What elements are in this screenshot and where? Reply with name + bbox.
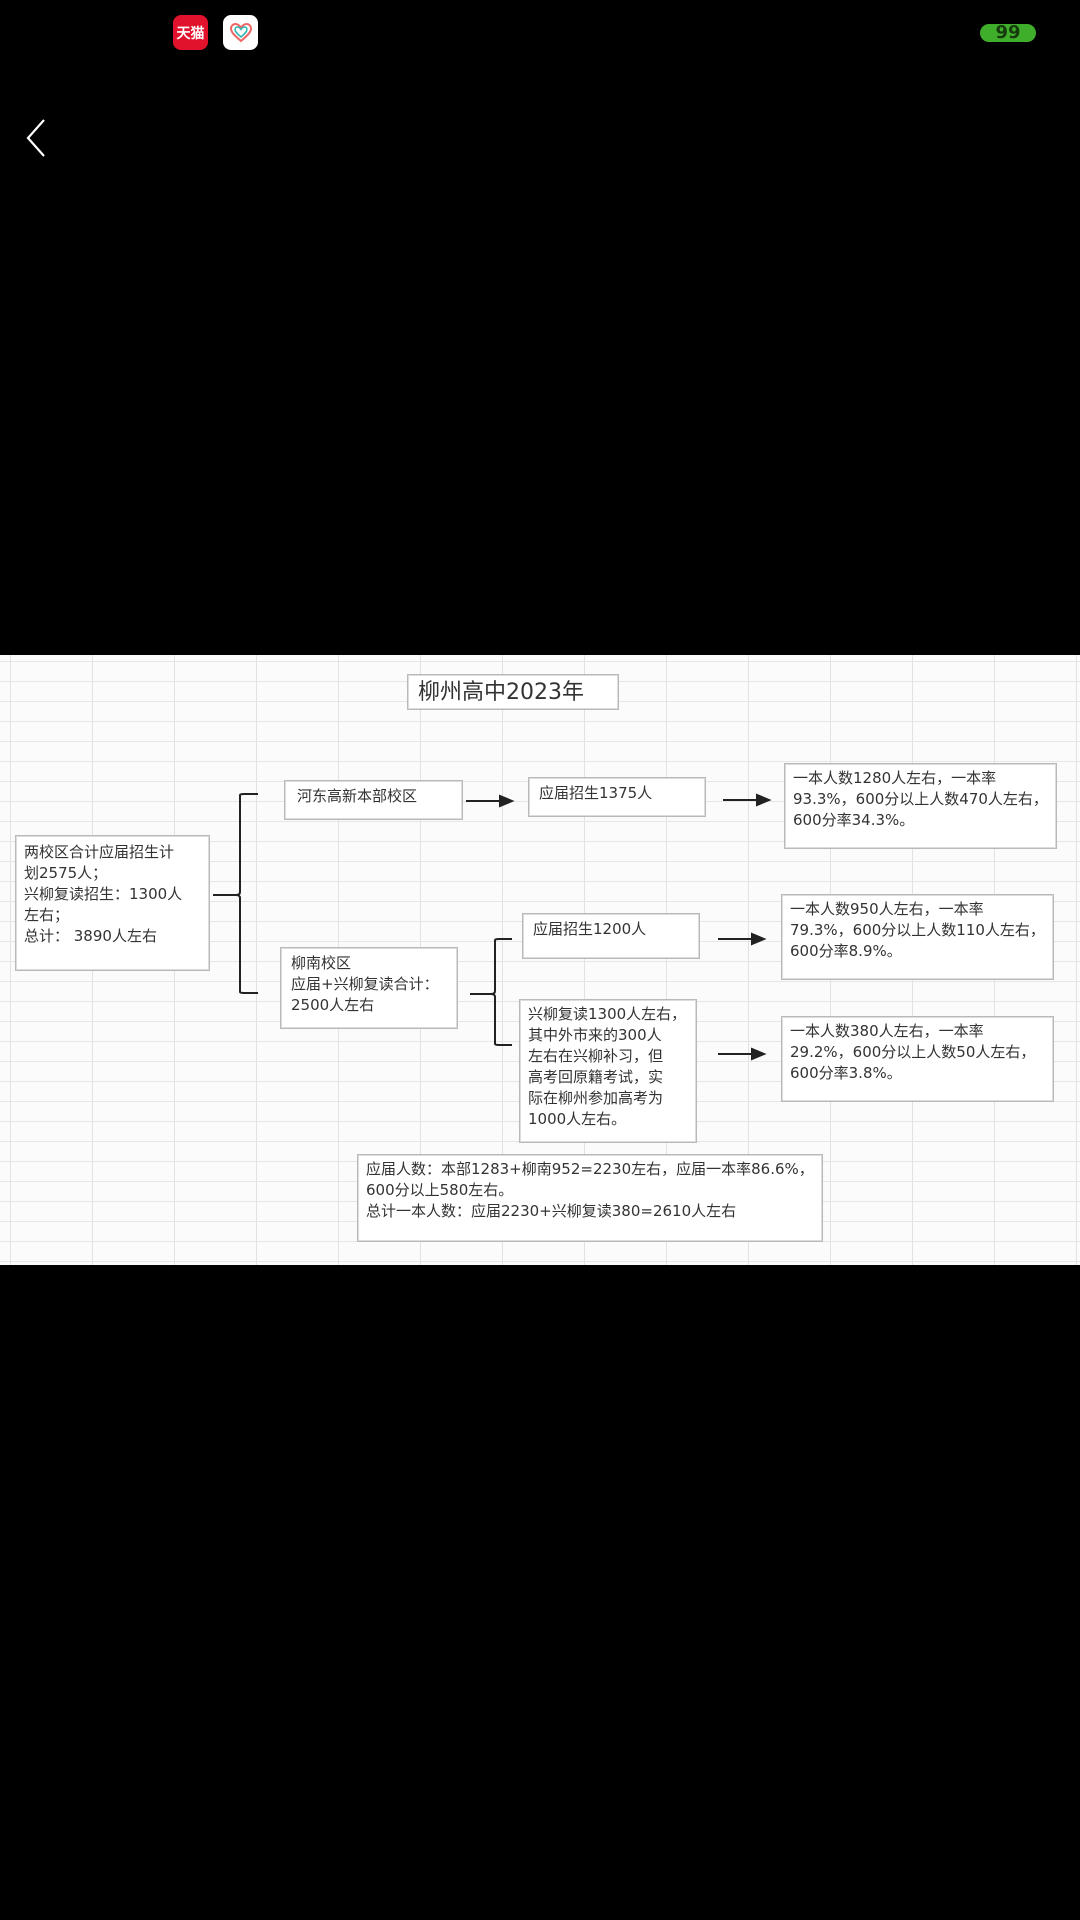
summary-line: 600分以上580左右。	[366, 1181, 514, 1199]
summary-line: 总计一本人数：应届2230+兴柳复读380=2610人左右	[366, 1202, 737, 1220]
liunan-campus-line: 应届+兴柳复读合计：	[291, 975, 439, 993]
liunan-enroll-label: 应届招生1200人	[533, 920, 647, 938]
liunan-enroll-box: 应届招生1200人	[522, 913, 700, 959]
xingliu-result-box: 一本人数380人左右，一本率 29.2%，600分以上人数50人左右， 600分…	[781, 1016, 1054, 1102]
liunan-result-line: 一本人数950人左右，一本率	[790, 900, 984, 918]
tmall-app-label: 天猫	[176, 25, 205, 42]
heart-app-icon	[223, 15, 258, 50]
tmall-app-icon: 天猫	[173, 15, 208, 50]
hedong-enroll-box: 应届招生1375人	[528, 777, 706, 817]
summary-box: 应届人数：本部1283+柳南952=2230左右，应届一本率86.6%， 600…	[357, 1154, 823, 1242]
xingliu-result-line: 29.2%，600分以上人数50人左右，	[790, 1043, 1036, 1061]
xingliu-result-line: 一本人数380人左右，一本率	[790, 1022, 984, 1040]
left-box-line: 两校区合计应届招生计	[24, 843, 175, 861]
xingliu-box-line: 兴柳复读1300人左右，	[528, 1005, 687, 1023]
hedong-result-line: 600分率34.3%。	[793, 811, 915, 829]
xingliu-box-line: 左右在兴柳补习，但	[528, 1047, 664, 1065]
back-button[interactable]	[18, 116, 58, 160]
left-summary-box: 两校区合计应届招生计 划2575人； 兴柳复读招生：1300人 左右； 总计： …	[15, 835, 210, 971]
left-box-line: 兴柳复读招生：1300人	[24, 885, 183, 903]
xingliu-result-line: 600分率3.8%。	[790, 1064, 902, 1082]
battery-indicator: 99	[980, 24, 1036, 42]
liunan-campus-box: 柳南校区 应届+兴柳复读合计： 2500人左右	[280, 947, 458, 1029]
left-box-line: 划2575人；	[24, 864, 108, 882]
left-box-line: 总计： 3890人左右	[24, 927, 157, 945]
hedong-result-box: 一本人数1280人左右，一本率 93.3%，600分以上人数470人左右， 60…	[784, 763, 1057, 849]
liunan-campus-line: 2500人左右	[291, 996, 375, 1014]
xingliu-box-line: 际在柳州参加高考为	[528, 1089, 664, 1107]
xingliu-box-line: 高考回原籍考试，实	[528, 1068, 664, 1086]
left-box-line: 左右；	[24, 906, 70, 924]
liunan-campus-line: 柳南校区	[291, 954, 352, 972]
hedong-result-line: 一本人数1280人左右，一本率	[793, 769, 997, 787]
battery-level: 99	[995, 22, 1021, 43]
hedong-enroll-label: 应届招生1375人	[539, 784, 653, 802]
hedong-result-line: 93.3%，600分以上人数470人左右，	[793, 790, 1048, 808]
liunan-result-line: 600分率8.9%。	[790, 942, 902, 960]
status-bar: 天猫 99	[0, 0, 1080, 64]
xingliu-box-line: 1000人左右。	[528, 1110, 627, 1128]
diagram-title-text: 柳州高中2023年	[418, 680, 584, 705]
hedong-campus-box: 河东高新本部校区	[284, 780, 463, 820]
diagram-title: 柳州高中2023年	[407, 674, 619, 710]
xingliu-repeat-box: 兴柳复读1300人左右， 其中外市来的300人 左右在兴柳补习，但 高考回原籍考…	[519, 999, 697, 1143]
summary-line: 应届人数：本部1283+柳南952=2230左右，应届一本率86.6%，	[366, 1160, 814, 1178]
hedong-campus-label: 河东高新本部校区	[297, 787, 418, 805]
chevron-left-icon	[26, 119, 45, 157]
diagram-image[interactable]: 柳州高中2023年 两校区合计应届招生计 划2575人； 兴柳复读招生：1300…	[0, 655, 1080, 1265]
xingliu-box-line: 其中外市来的300人	[528, 1026, 662, 1044]
connector-lines	[213, 793, 772, 1061]
liunan-result-box: 一本人数950人左右，一本率 79.3%，600分以上人数110人左右， 600…	[781, 894, 1054, 980]
liunan-result-line: 79.3%，600分以上人数110人左右，	[790, 921, 1045, 939]
